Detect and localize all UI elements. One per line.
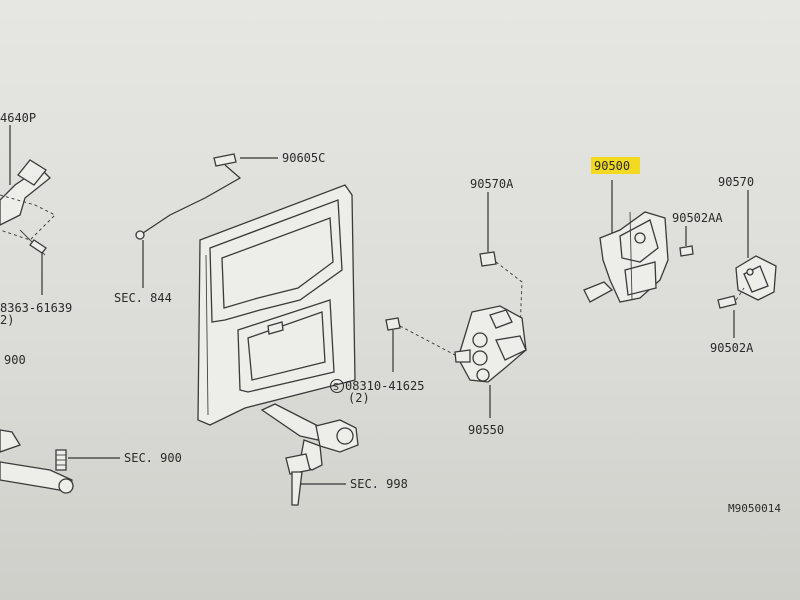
- inside-handle: [260, 403, 359, 506]
- striker-90550: [454, 305, 527, 418]
- left-hinge-mechanism: [0, 125, 56, 256]
- label-08363-qty: 2): [0, 313, 14, 327]
- circled-s-symbol: [329, 378, 345, 394]
- left-screw: [29, 239, 47, 295]
- striker-plate-90570: [735, 190, 777, 301]
- left-link-arm: [0, 429, 120, 494]
- highlight-90500: [591, 157, 640, 174]
- label-90570a: 90570A: [470, 177, 514, 191]
- label-90500: 90500: [594, 159, 630, 173]
- door-lock-90500: [583, 180, 669, 303]
- label-08310-41625-group: S 08310-41625 (2): [329, 378, 424, 405]
- label-08363-61639: 8363-61639: [0, 301, 72, 315]
- door-panel: [197, 184, 356, 426]
- label-sec-844: SEC. 844: [114, 291, 172, 305]
- screw-08310: [385, 317, 456, 372]
- label-08310-41625: 08310-41625: [345, 379, 424, 393]
- label-08310-qty: (2): [348, 391, 370, 405]
- screw-90502a: [717, 287, 745, 338]
- label-sec-900: SEC. 900: [124, 451, 182, 465]
- label-90550: 90550: [468, 423, 504, 437]
- label-94640p: 4640P: [0, 111, 36, 125]
- rod-90605c: [135, 153, 278, 240]
- diagram-code: M9050014: [728, 502, 781, 515]
- label-90570: 90570: [718, 175, 754, 189]
- label-sec-998: SEC. 998: [350, 477, 408, 491]
- circled-s-letter: S: [333, 382, 339, 393]
- label-90605c: 90605C: [282, 151, 325, 165]
- screw-90502aa: [679, 226, 694, 257]
- label-900-left: 900: [4, 353, 26, 367]
- screw-90570a: [479, 192, 523, 331]
- label-90502a: 90502A: [710, 341, 754, 355]
- label-90502aa: 90502AA: [672, 211, 723, 225]
